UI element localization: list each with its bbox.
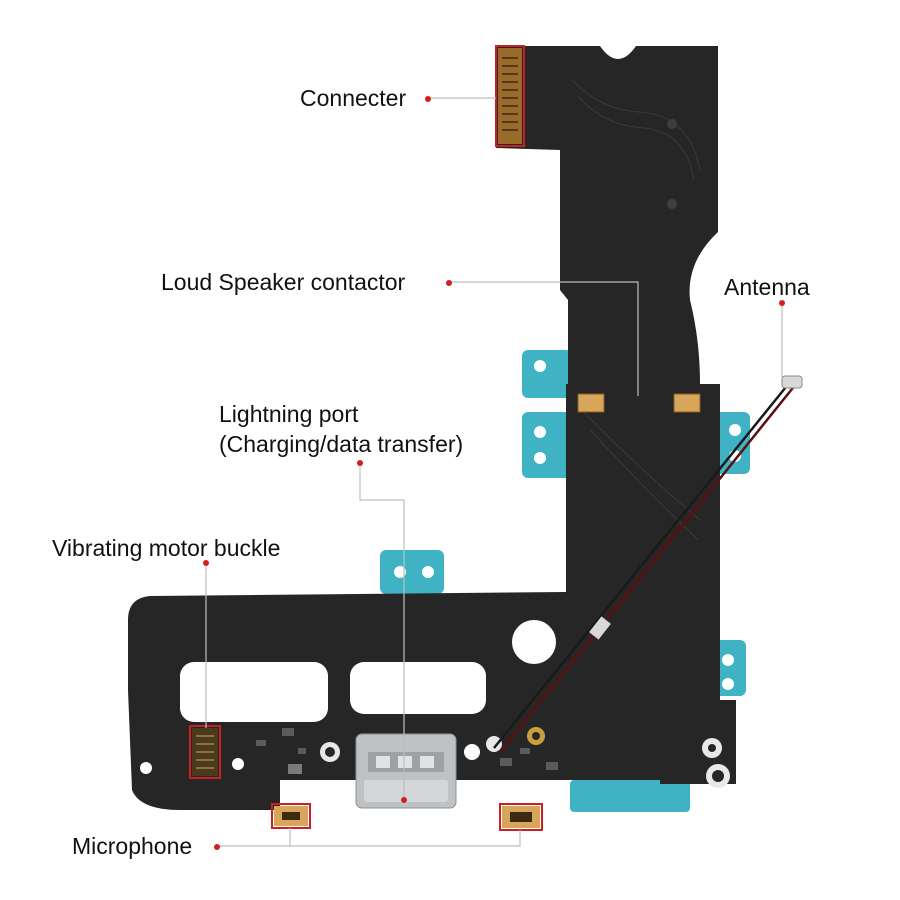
label-antenna: Antenna bbox=[724, 274, 810, 300]
labels: Connecter Loud Speaker contactor Antenna… bbox=[52, 85, 810, 859]
label-connector: Connecter bbox=[300, 85, 406, 111]
label-lightning-port: Lightning port bbox=[219, 401, 359, 427]
label-lightning-port-sub: (Charging/data transfer) bbox=[219, 431, 463, 457]
lightning-port bbox=[355, 733, 457, 809]
leader-dots bbox=[203, 96, 785, 850]
label-loud-speaker: Loud Speaker contactor bbox=[161, 269, 406, 295]
microphone-part bbox=[271, 803, 543, 831]
flex-cable-body bbox=[128, 46, 736, 810]
vibrating-motor-buckle bbox=[189, 725, 221, 779]
label-vibrating-motor: Vibrating motor buckle bbox=[52, 535, 280, 561]
leader-lines bbox=[205, 97, 783, 847]
antenna-wire bbox=[493, 375, 803, 788]
connector-part bbox=[495, 45, 525, 147]
speaker-contact-pads bbox=[577, 393, 701, 413]
label-microphone: Microphone bbox=[72, 833, 192, 859]
smd-components bbox=[256, 727, 558, 774]
